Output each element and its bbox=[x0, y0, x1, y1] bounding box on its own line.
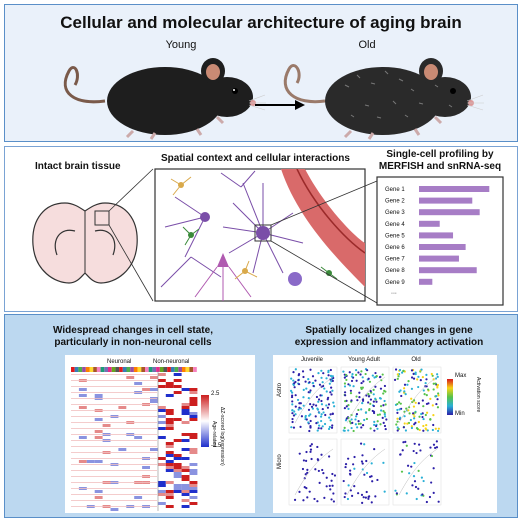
heatmap-title-line1: Widespread changes in cell state, bbox=[53, 325, 213, 336]
celltype-swatch bbox=[89, 367, 94, 372]
spatial-map bbox=[392, 438, 442, 506]
gene-label: Gene 9 bbox=[385, 280, 405, 286]
young-mouse-illustration bbox=[63, 58, 266, 140]
spatial-title-line2: expression and inflammatory activation bbox=[294, 337, 484, 348]
profiling-title-line2: MERFISH and snRNA-seq bbox=[378, 161, 502, 172]
celltype-swatch bbox=[122, 367, 127, 372]
bottom-panel: Widespread changes in cell state, partic… bbox=[4, 314, 518, 518]
celltype-swatch bbox=[193, 367, 197, 372]
gene-bar bbox=[419, 209, 480, 216]
celltype-swatch bbox=[78, 367, 83, 372]
col-old: Old bbox=[411, 357, 421, 363]
gene-label: Gene 2 bbox=[385, 199, 405, 205]
celltype-swatch bbox=[152, 367, 157, 372]
gene-label: Gene 6 bbox=[385, 245, 405, 251]
intact-tissue-label: Intact brain tissue bbox=[35, 161, 121, 172]
celltype-swatch bbox=[108, 367, 112, 372]
gene-ellipsis: ... bbox=[391, 288, 397, 295]
celltype-swatch bbox=[159, 367, 164, 372]
nonneuronal-label: Non-neuronal bbox=[153, 359, 190, 365]
gene-bar bbox=[419, 244, 466, 250]
gene-barplot: Gene 1 Gene 2 Gene 3 Gene 4 Gene 5 Gene 6 Gene… bbox=[385, 186, 490, 295]
spatial-map bbox=[392, 366, 442, 434]
gene-bar bbox=[419, 232, 454, 239]
celltype-swatch bbox=[174, 367, 179, 372]
celltype-swatch bbox=[163, 367, 168, 372]
spatial-map bbox=[340, 438, 390, 506]
heatmap-graphic bbox=[71, 367, 209, 511]
astrocyte-cell bbox=[160, 170, 304, 288]
celltype-swatch bbox=[71, 367, 75, 372]
heatmap-scale-min: -2.5 bbox=[211, 443, 222, 449]
celltype-swatch bbox=[130, 367, 134, 372]
celltype-swatch bbox=[85, 367, 90, 372]
activation-scale-label: Activation score bbox=[475, 377, 481, 413]
gene-bar bbox=[419, 278, 433, 285]
neuronal-label: Neuronal bbox=[107, 359, 132, 365]
celltype-swatch bbox=[178, 367, 182, 372]
heatmap-colorbar bbox=[201, 395, 209, 447]
mice-illustration bbox=[63, 58, 484, 140]
old-label: Old bbox=[358, 39, 376, 51]
gene-label: Gene 7 bbox=[385, 257, 405, 263]
celltype-swatch bbox=[126, 367, 131, 372]
gene-bar bbox=[419, 197, 473, 204]
celltype-swatch bbox=[141, 367, 145, 372]
spatial-maps bbox=[288, 366, 453, 506]
tissue-illustration: Gene 1 Gene 2 Gene 3 Gene 4 Gene 5 Gene 6 Gene… bbox=[32, 168, 504, 306]
col-young-adult: Young Adult bbox=[348, 357, 380, 363]
gene-label: Gene 5 bbox=[385, 233, 405, 239]
col-juvenile: Juvenile bbox=[300, 357, 323, 363]
gene-label: Gene 8 bbox=[385, 268, 405, 274]
celltype-swatch bbox=[145, 367, 149, 372]
gene-label: Gene 4 bbox=[385, 222, 405, 228]
figure-title: Cellular and molecular architecture of a… bbox=[60, 13, 462, 32]
celltype-swatch bbox=[133, 367, 138, 372]
spatial-title-line1: Spatially localized changes in gene bbox=[305, 325, 473, 336]
celltype-swatch bbox=[185, 367, 190, 372]
celltype-swatch bbox=[189, 367, 194, 372]
gene-bar bbox=[419, 255, 459, 262]
gene-bar bbox=[419, 267, 477, 274]
spatial-context-label: Spatial context and cellular interaction… bbox=[161, 153, 350, 164]
activation-scale-max: Max bbox=[455, 373, 467, 379]
celltype-swatch bbox=[111, 367, 116, 372]
gene-bar bbox=[419, 186, 490, 192]
celltype-swatch bbox=[96, 367, 101, 372]
gene-label: Gene 1 bbox=[385, 187, 405, 193]
old-mouse-illustration bbox=[283, 58, 484, 140]
celltype-swatch bbox=[170, 367, 175, 372]
gene-bar bbox=[419, 220, 440, 227]
top-panel: Cellular and molecular architecture of a… bbox=[4, 4, 518, 142]
celltype-swatch bbox=[104, 367, 108, 372]
profiling-title-line1: Single-cell profiling by bbox=[386, 149, 494, 160]
celltype-swatch bbox=[115, 367, 120, 372]
celltype-swatch bbox=[74, 367, 79, 372]
activation-colorbar bbox=[447, 379, 453, 415]
celltype-swatch bbox=[82, 367, 86, 372]
young-label: Young bbox=[165, 39, 197, 51]
celltype-swatch bbox=[156, 367, 160, 372]
celltype-swatch bbox=[137, 367, 142, 372]
celltype-swatch bbox=[119, 367, 123, 372]
celltype-swatch bbox=[167, 367, 171, 372]
spatial-map bbox=[288, 438, 338, 506]
brain-section-icon bbox=[32, 202, 138, 284]
heatmap-title-line2: particularly in non-neuronal cells bbox=[54, 337, 212, 348]
gene-label: Gene 3 bbox=[385, 210, 405, 216]
spatial-map bbox=[340, 366, 390, 434]
celltype-swatch bbox=[100, 367, 105, 372]
heatmap-scale-max: 2.5 bbox=[211, 391, 220, 397]
celltype-swatch bbox=[148, 367, 153, 372]
middle-panel: Intact brain tissue Spatial context and … bbox=[4, 146, 518, 312]
blood-vessel bbox=[281, 168, 366, 287]
activation-scale-min: Min bbox=[455, 411, 465, 417]
celltype-swatch bbox=[182, 367, 186, 372]
celltype-swatch bbox=[93, 367, 97, 372]
